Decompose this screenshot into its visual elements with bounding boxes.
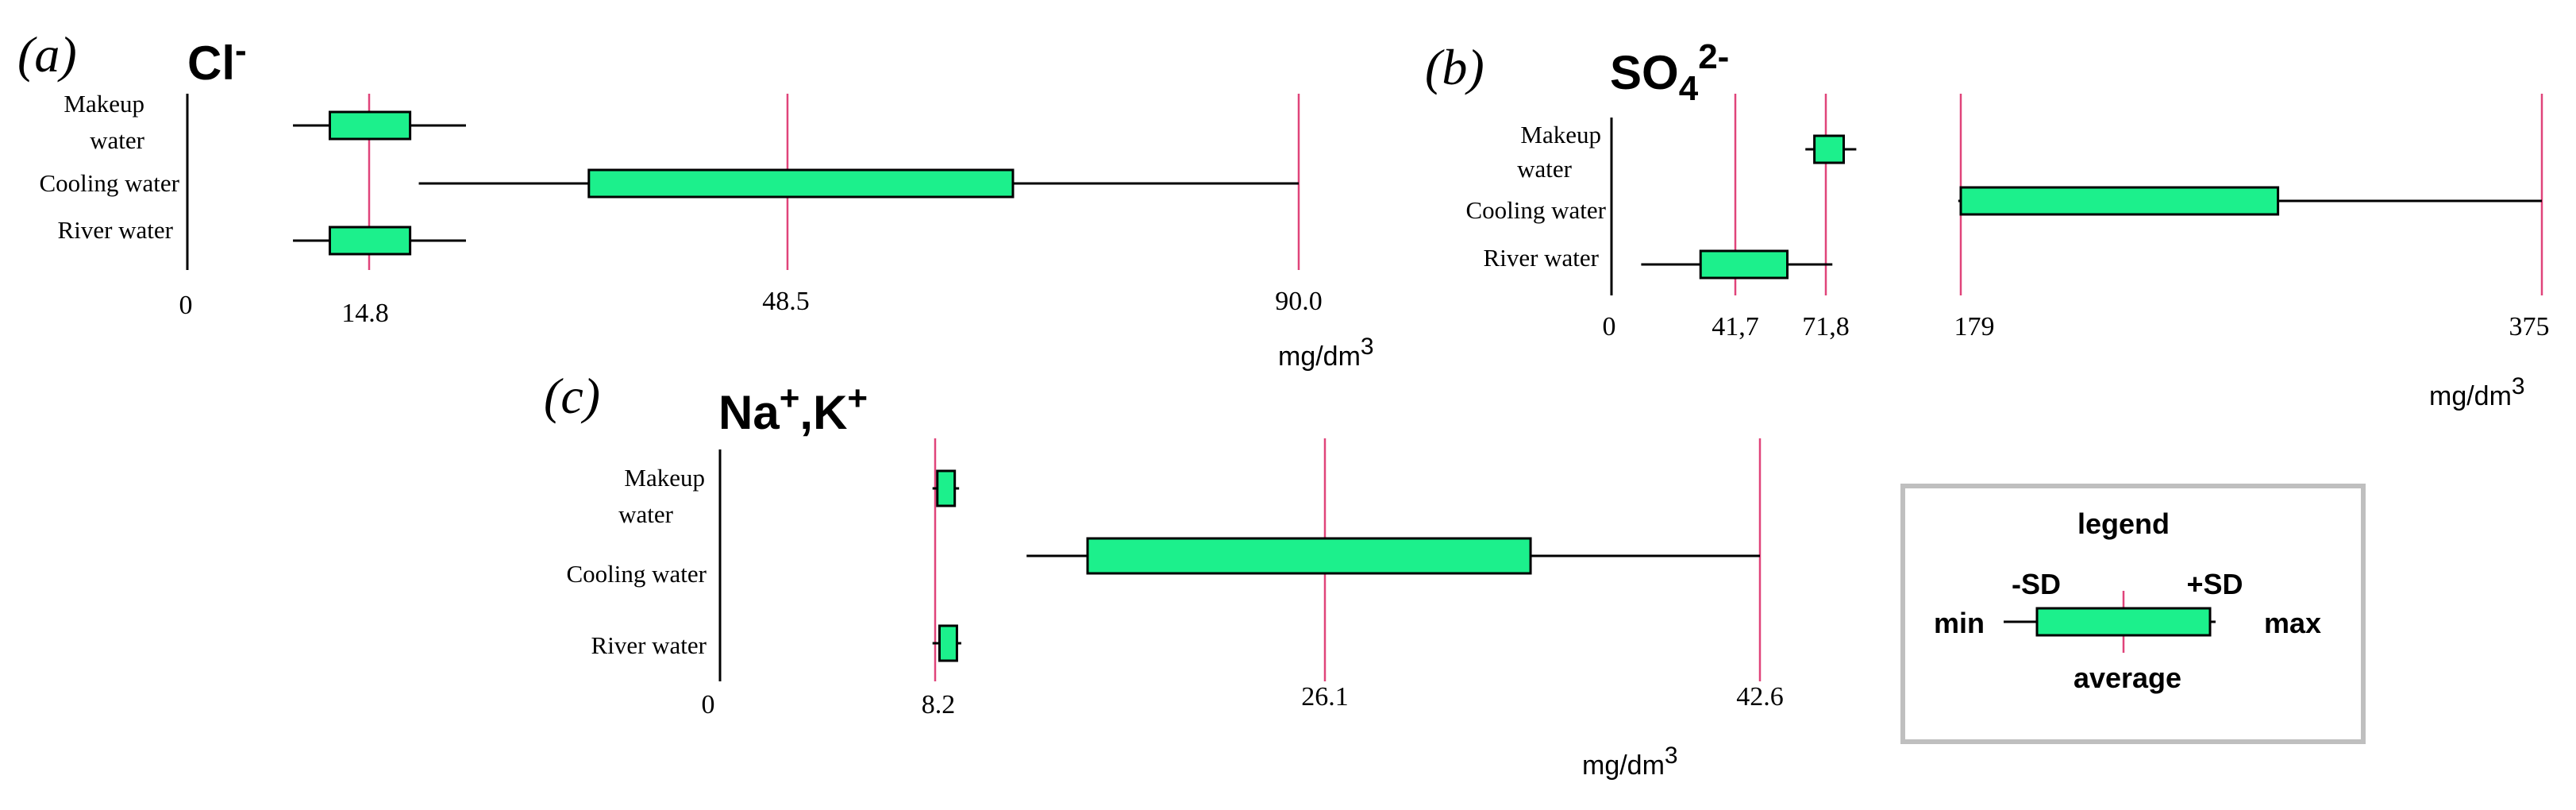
panel-b-cat-river: River water <box>1484 244 1600 272</box>
panel-a-title: Cl- <box>187 31 247 90</box>
panel-b-title: SO42- <box>1610 37 1729 108</box>
panel-c-tick-2: 26.1 <box>1301 682 1349 712</box>
panel-b-tick-4: 375 <box>2509 312 2550 341</box>
panel-b-label: (b) <box>1425 39 1484 95</box>
panel-b-box-cooling-water <box>1959 186 2280 216</box>
panel-c-box-river-water <box>938 624 958 662</box>
panel-b-tick-3: 179 <box>1954 312 1995 341</box>
legend-sd-minus-label: -SD <box>2012 568 2061 600</box>
panel-a-cat-makeup-line2: water <box>90 126 145 154</box>
panel-c-sodium-potassium: (c) Na+,K+ Makeup water Cooling water Ri… <box>544 368 1784 781</box>
panel-b-tick-2: 71,8 <box>1802 312 1850 341</box>
panel-b-sulfate: (b) SO42- Makeup water Cooling water Riv… <box>1425 37 2550 411</box>
panel-c-cat-makeup-line1: Makeup <box>624 464 705 492</box>
panel-c-box-makeup-water <box>936 469 957 507</box>
panel-c-cat-makeup-line2: water <box>618 500 674 528</box>
panel-b-box-makeup-water <box>1813 134 1846 164</box>
panel-c-title: Na+,K+ <box>718 379 868 439</box>
panel-a-cat-river: River water <box>58 216 174 244</box>
panel-a-tick-3: 90.0 <box>1275 287 1323 316</box>
panel-c-tick-0: 0 <box>702 690 715 719</box>
legend-average-label: average <box>2074 662 2181 694</box>
panel-b-box-river-water <box>1699 249 1789 280</box>
panel-a-box-river-water <box>328 226 412 256</box>
panel-a-box-cooling-water <box>587 168 1015 199</box>
panel-a-label: (a) <box>17 26 77 83</box>
panel-c-cat-river: River water <box>591 631 707 659</box>
panel-a-tick-0: 0 <box>179 291 193 320</box>
panel-b-cat-makeup-line2: water <box>1517 155 1573 183</box>
panel-a-tick-2: 48.5 <box>762 287 810 316</box>
panel-a-box-makeup-water <box>328 110 412 141</box>
panel-a-cat-cooling: Cooling water <box>40 169 180 197</box>
legend-min-label: min <box>1934 607 1985 639</box>
panel-b-cat-makeup-line1: Makeup <box>1520 121 1601 148</box>
legend-sd-plus-label: +SD <box>2186 568 2243 600</box>
panel-a-unit: mg/dm3 <box>1278 334 1374 372</box>
panel-b-tick-1: 41,7 <box>1712 312 1759 341</box>
panel-a-chloride: (a) Cl- Makeup water Cooling water River… <box>17 26 1374 372</box>
panel-a-cat-makeup-line1: Makeup <box>64 90 144 118</box>
legend-title: legend <box>2077 507 2170 540</box>
panel-b-unit: mg/dm3 <box>2429 373 2525 411</box>
legend-box: legend -SD +SD min max average <box>1900 484 2366 744</box>
panel-c-tick-1: 8.2 <box>922 690 956 719</box>
legend-max-label: max <box>2264 607 2321 639</box>
panel-c-cat-cooling: Cooling water <box>567 560 707 588</box>
legend-box-sample <box>2035 607 2212 637</box>
panel-c-unit: mg/dm3 <box>1582 742 1678 781</box>
panel-c-tick-3: 42.6 <box>1736 682 1784 712</box>
panel-b-tick-0: 0 <box>1603 312 1616 341</box>
panel-b-cat-cooling: Cooling water <box>1466 196 1607 224</box>
panel-a-tick-1: 14.8 <box>341 299 389 328</box>
panel-c-label: (c) <box>544 368 600 424</box>
legend-border <box>1900 484 2366 744</box>
panel-c-box-cooling-water <box>1086 537 1532 575</box>
